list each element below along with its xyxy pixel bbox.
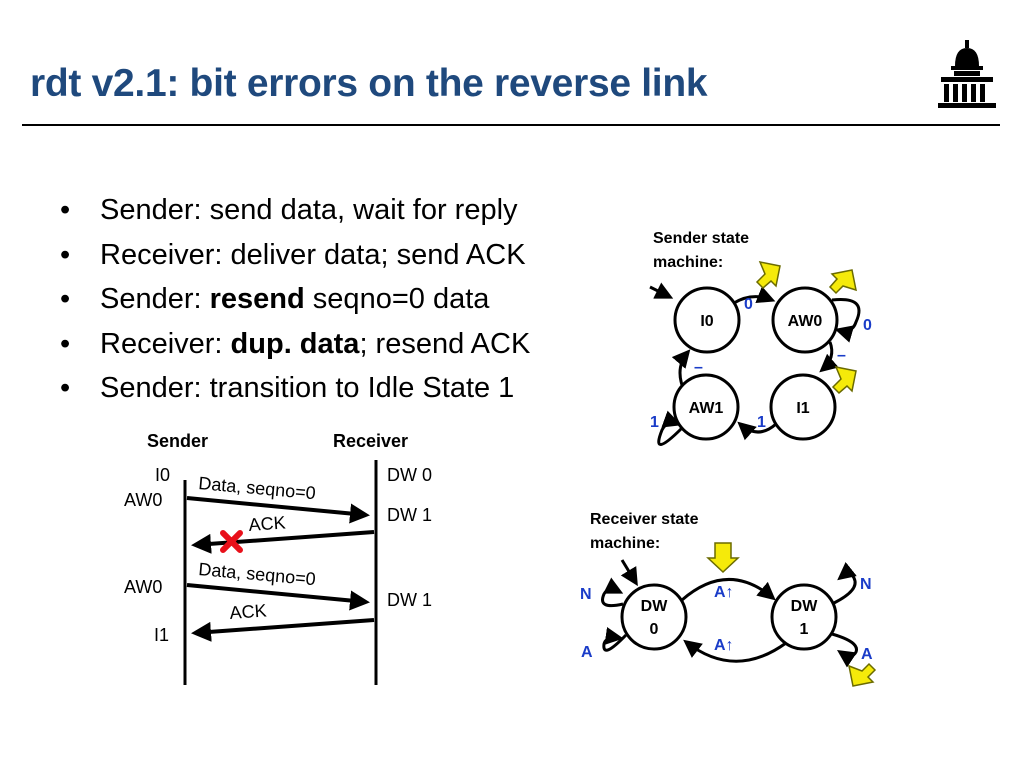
state-node <box>770 583 838 651</box>
data-message-arrow <box>186 496 370 524</box>
state-label: AW0 <box>788 313 823 330</box>
state-node <box>771 286 839 354</box>
transition-label: A <box>581 644 593 661</box>
message-label: Data, seqno=0 <box>198 559 317 589</box>
receiver-state-label: DW 1 <box>387 590 432 610</box>
sender-state-label: I0 <box>155 465 170 485</box>
receiver-state-machine: Receiver state machine: DW 0 DW 1 A↑ A↑ … <box>580 511 877 687</box>
data-message-arrow <box>186 583 370 611</box>
state-node <box>673 286 741 354</box>
transition-label: A↑ <box>714 637 734 654</box>
transition-label: A↑ <box>714 584 734 601</box>
transition-arrow <box>737 421 777 441</box>
receiver-state-label: DW 1 <box>387 505 432 525</box>
state-label: DW <box>641 598 669 615</box>
self-loop-arrow <box>601 577 624 608</box>
state-node <box>620 583 688 651</box>
yellow-pointer-arrow <box>755 260 781 290</box>
transition-label: – <box>694 359 703 376</box>
transition-arrow <box>681 578 776 602</box>
start-arrow <box>620 559 638 587</box>
self-loop-arrow <box>833 561 857 605</box>
transition-label: – <box>837 347 846 364</box>
transition-label: 0 <box>744 296 753 313</box>
bullet-item: Sender: resend seqno=0 data <box>60 277 530 322</box>
transition-label: 0 <box>863 317 872 334</box>
slide-title: rdt v2.1: bit errors on the reverse link <box>30 62 708 105</box>
bullet-list: Sender: send data, wait for reply Receiv… <box>60 188 530 411</box>
bullet-item: Sender: transition to Idle State 1 <box>60 366 530 411</box>
receiver-fsm-title: Receiver state <box>590 511 699 528</box>
receiver-header: Receiver <box>333 431 408 451</box>
transition-label: 1 <box>650 414 659 431</box>
receiver-fsm-title: machine: <box>590 535 660 552</box>
receiver-state-label: DW 0 <box>387 465 432 485</box>
bullet-item: Sender: send data, wait for reply <box>60 188 530 233</box>
sender-state-label: I1 <box>154 625 169 645</box>
state-label: DW <box>791 598 819 615</box>
yellow-pointer-arrow <box>706 542 740 574</box>
transition-label: N <box>580 586 592 603</box>
yellow-pointer-arrow <box>828 269 857 295</box>
sender-state-label: AW0 <box>124 490 162 510</box>
timeline-diagram: Sender Receiver I0 AW0 AW0 I1 DW 0 DW 1 … <box>124 431 432 685</box>
transition-label: A <box>861 646 873 663</box>
transition-label: 1 <box>757 414 766 431</box>
transition-arrow <box>671 349 691 386</box>
transition-arrow <box>819 341 839 373</box>
self-loop-arrow <box>602 627 628 652</box>
sender-state-machine: Sender state machine: I0 AW0 I1 AW1 0 0 … <box>649 230 872 446</box>
bullet-item: Receiver: dup. data; resend ACK <box>60 322 530 367</box>
message-label: ACK <box>248 512 286 535</box>
title-divider <box>22 124 1000 126</box>
state-label: 0 <box>650 621 659 638</box>
sender-fsm-title: Sender state <box>653 230 749 247</box>
red-x-icon <box>220 530 243 553</box>
transition-arrow <box>683 639 787 663</box>
state-label: 1 <box>800 621 809 638</box>
sender-header: Sender <box>147 431 208 451</box>
start-arrow <box>649 282 674 299</box>
message-label: ACK <box>229 600 267 623</box>
ack-message-arrow <box>191 618 375 642</box>
state-label: I1 <box>796 400 809 417</box>
transition-arrow <box>733 286 776 305</box>
transition-label: N <box>860 576 872 593</box>
state-node <box>769 373 837 441</box>
sender-fsm-title: machine: <box>653 254 723 271</box>
state-node <box>672 373 740 441</box>
state-label: I0 <box>700 313 713 330</box>
self-loop-arrow <box>831 297 861 343</box>
state-label: AW1 <box>689 400 724 417</box>
self-loop-arrow <box>831 632 858 668</box>
ack-message-arrow <box>191 530 375 554</box>
self-loop-arrow <box>657 410 684 446</box>
sender-state-label: AW0 <box>124 577 162 597</box>
yellow-pointer-arrow <box>847 662 877 687</box>
yellow-pointer-arrow <box>831 365 857 395</box>
parliament-building-icon <box>938 40 996 108</box>
bullet-item: Receiver: deliver data; send ACK <box>60 233 530 278</box>
